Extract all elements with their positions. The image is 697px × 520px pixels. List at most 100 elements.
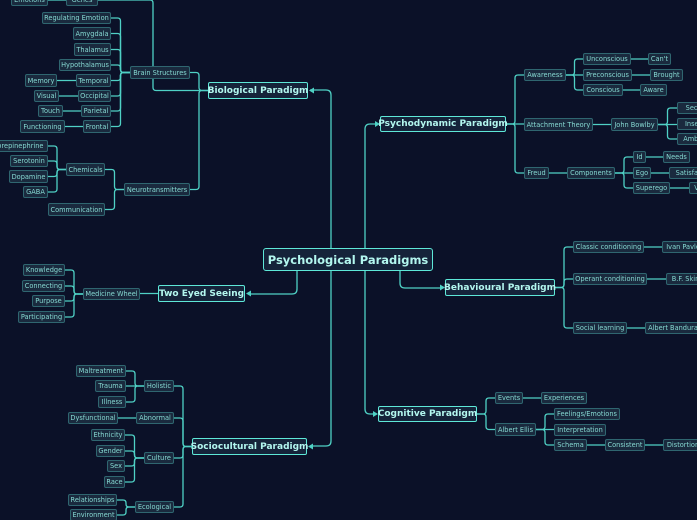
node-parietal[interactable]: Parietal [81,105,111,117]
node-trauma[interactable]: Trauma [95,380,126,392]
node-knowledge[interactable]: Knowledge [23,264,65,276]
node-distortion[interactable]: Distortion [663,439,697,451]
node-temporal[interactable]: Temporal [76,74,111,87]
node-satisfaction[interactable]: Satisfaction [669,167,697,179]
node-functioning[interactable]: Functioning [20,120,65,133]
node-ivan-pavlov[interactable]: Ivan Pavlov [662,241,697,253]
node-abnormal[interactable]: Abnormal [136,412,174,424]
node-touch[interactable]: Touch [38,105,63,117]
node-brought[interactable]: Brought [650,69,683,81]
connector-line [566,58,583,76]
node-events[interactable]: Events [495,392,523,404]
node-id[interactable]: Id [633,151,646,163]
node-feelings-emotions[interactable]: Feelings/Emotions [554,408,620,420]
node-biological-paradigm[interactable]: Biological Paradigm [208,82,308,99]
root-connector-sociocultural [310,271,332,447]
node-relationships[interactable]: Relationships [68,494,117,506]
connector-line [174,417,192,448]
root-connector-behavioural [399,271,443,289]
node-emotions[interactable]: Emotions [11,0,48,6]
node-ego[interactable]: Ego [633,167,651,179]
node-connecting[interactable]: Connecting [22,280,65,292]
node-chemicals[interactable]: Chemicals [66,163,105,176]
node-values[interactable]: Values [689,182,697,194]
node-visual[interactable]: Visual [34,90,59,102]
node-aware[interactable]: Aware [640,84,667,96]
node-occipital[interactable]: Occipital [78,90,111,102]
node-genes[interactable]: Genes [66,0,98,6]
connector-line [111,64,130,74]
node-gender[interactable]: Gender [96,445,125,457]
node-participating[interactable]: Participating [18,311,65,323]
node-interpretation[interactable]: Interpretation [554,424,606,436]
connector-line [105,188,124,211]
node-attachment-theory[interactable]: Attachment Theory [524,118,593,131]
node-sociocultural-paradigm[interactable]: Sociocultural Paradigm [191,438,308,455]
node-unconscious[interactable]: Unconscious [583,53,631,65]
node-maltreatment[interactable]: Maltreatment [76,365,126,377]
node-dopamine[interactable]: Dopamine [9,170,48,183]
node-superego[interactable]: Superego [633,182,670,194]
connector-line [190,89,208,191]
node-ecological[interactable]: Ecological [135,501,174,513]
node-race[interactable]: Race [104,476,125,488]
node-memory[interactable]: Memory [25,74,57,87]
node-environment[interactable]: Environment [70,509,117,520]
node-norepinephrine[interactable]: Norepinephrine [0,140,48,152]
node-dysfunctional[interactable]: Dysfunctional [68,412,118,424]
node-needs[interactable]: Needs [663,151,690,163]
node-freud[interactable]: Freud [524,167,549,179]
connector-line [48,160,66,171]
node-thalamus[interactable]: Thalamus [74,43,111,56]
connector-line [658,123,677,140]
node-serotonin[interactable]: Serotonin [10,155,48,167]
node-albert-ellis[interactable]: Albert Ellis [495,423,536,436]
node-consistent[interactable]: Consistent [605,439,645,451]
node-brain-structures[interactable]: Brain Structures [130,66,190,79]
node-frontal[interactable]: Frontal [83,120,111,133]
node-holistic[interactable]: Holistic [144,380,174,392]
root-node[interactable]: Psychological Paradigms [263,248,433,271]
node-psychodynamic-paradigm[interactable]: Psychodynamic Paradigm [378,116,508,132]
node-insecure[interactable]: Insecure [677,118,697,130]
node-ethnicity[interactable]: Ethnicity [91,429,125,441]
connector-line [506,74,524,125]
node-two-eyed-seeing[interactable]: Two Eyed Seeing [158,285,245,302]
node-can-t[interactable]: Can't [648,53,671,65]
node-awareness[interactable]: Awareness [524,69,566,81]
node-purpose[interactable]: Purpose [32,295,65,307]
node-conscious[interactable]: Conscious [583,84,623,96]
node-amygdala[interactable]: Amygdala [73,27,111,40]
root-connector-cognitive [364,271,376,415]
node-regulating-emotion[interactable]: Regulating Emotion [42,12,111,24]
node-schema[interactable]: Schema [554,439,587,451]
root-connector-psychodynamic [364,123,378,248]
node-social-learning[interactable]: Social learning [573,322,627,334]
node-secure[interactable]: Secure [677,102,697,114]
node-illness[interactable]: Illness [98,396,126,408]
node-experiences[interactable]: Experiences [541,392,587,404]
node-medicine-wheel[interactable]: Medicine Wheel [83,288,140,300]
node-operant-conditioning[interactable]: Operant conditioning [573,273,647,285]
node-b-f-skinner[interactable]: B.F. Skinner [666,273,697,285]
node-john-bowlby[interactable]: John Bowlby [611,118,658,131]
node-behavioural-paradigm[interactable]: Behavioural Paradigm [444,279,556,296]
node-cognitive-paradigm[interactable]: Cognitive Paradigm [378,406,477,422]
node-communication[interactable]: Communication [48,203,105,216]
node-albert-bandura[interactable]: Albert Bandura [645,322,697,334]
node-components[interactable]: Components [567,167,615,179]
root-connector-two-eyed [248,271,298,295]
node-neurotransmitters[interactable]: Neurotransmitters [124,183,190,196]
arrowhead-icon [440,284,445,291]
arrowhead-icon [246,290,251,297]
connector-line [536,428,554,446]
node-preconscious[interactable]: Preconscious [583,69,632,81]
node-culture[interactable]: Culture [144,452,174,464]
node-gaba[interactable]: GABA [23,186,48,198]
node-hypothalamus[interactable]: Hypothalamus [59,59,111,71]
node-classic-conditioning[interactable]: Classic conditioning [573,241,644,253]
node-ambivalent[interactable]: Ambivalent [677,133,697,145]
node-sex[interactable]: Sex [107,460,125,472]
